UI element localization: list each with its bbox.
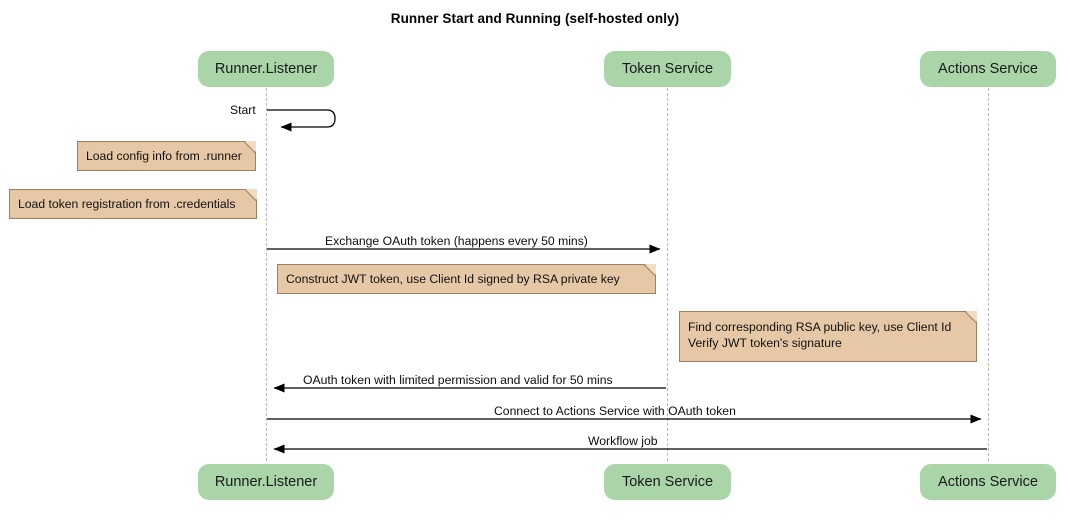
lifeline-token <box>667 88 668 461</box>
message-label-start: Start <box>230 103 256 117</box>
participant-label: Token Service <box>621 61 714 77</box>
participant-label: Actions Service <box>938 474 1038 490</box>
participant-label: Token Service <box>621 474 714 490</box>
participant-label: Actions Service <box>938 61 1038 77</box>
participant-token-service-top[interactable]: Token Service <box>604 51 731 87</box>
note-verify-jwt: Find corresponding RSA public key, use C… <box>679 311 977 362</box>
message-label-oauth-return: OAuth token with limited permission and … <box>303 373 613 387</box>
note-fold-edge-icon <box>244 141 256 153</box>
lifeline-runner <box>266 88 267 461</box>
participant-label: Runner.Listener <box>214 61 318 77</box>
message-label-exchange-oauth: Exchange OAuth token (happens every 50 m… <box>325 234 588 248</box>
note-text: Load config info from .runner <box>86 149 242 163</box>
participant-token-service-bottom[interactable]: Token Service <box>604 464 731 500</box>
message-line-start <box>267 109 336 132</box>
note-construct-jwt: Construct JWT token, use Client Id signe… <box>277 264 656 294</box>
participant-actions-service-top[interactable]: Actions Service <box>920 51 1056 87</box>
note-load-token-registration: Load token registration from .credential… <box>9 189 257 219</box>
lifeline-actions <box>988 88 989 461</box>
note-fold-edge-icon <box>245 189 257 201</box>
page-title: Runner Start and Running (self-hosted on… <box>390 11 680 26</box>
participant-actions-service-bottom[interactable]: Actions Service <box>920 464 1056 500</box>
participant-runner-listener-bottom[interactable]: Runner.Listener <box>198 464 334 500</box>
note-fold-edge-icon <box>965 311 977 323</box>
note-text: Construct JWT token, use Client Id signe… <box>286 272 620 286</box>
note-text: Find corresponding RSA public key, use C… <box>688 320 952 350</box>
message-label-connect-actions: Connect to Actions Service with OAuth to… <box>494 404 736 418</box>
message-label-workflow-job: Workflow job <box>588 434 658 448</box>
participant-label: Runner.Listener <box>214 474 318 490</box>
note-load-config: Load config info from .runner <box>77 141 256 171</box>
note-fold-edge-icon <box>644 264 656 276</box>
participant-runner-listener-top[interactable]: Runner.Listener <box>198 51 334 87</box>
note-text: Load token registration from .credential… <box>18 197 236 211</box>
